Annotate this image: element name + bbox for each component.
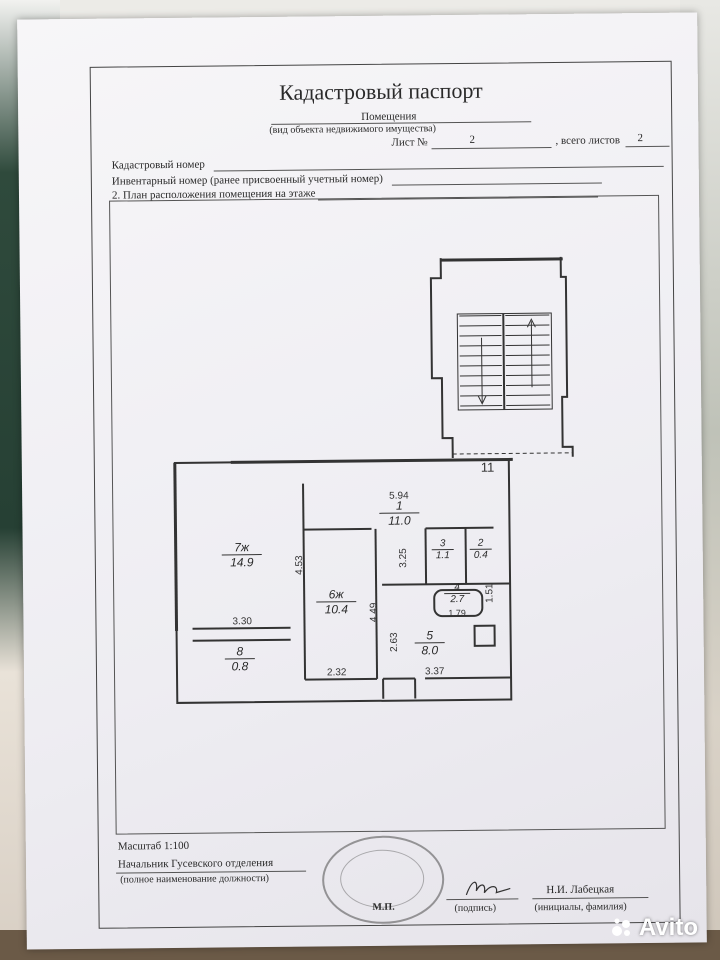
signature-hint: (подпись) [454,902,497,915]
room-number: 2 [469,537,492,550]
total-sheets-line [625,145,670,148]
dim-label: 2.63 [388,632,401,652]
signature-icon [465,881,511,896]
room-label: 4 2.7 [444,581,471,606]
total-sheets-label: , всего листов [555,134,621,147]
dim-label: 2.32 [326,667,347,679]
object-hint: (вид объекта недвижимого имущества) [269,123,436,136]
room-area: 10.4 [324,602,349,617]
document-title: Кадастровый паспорт [278,77,483,105]
room-label: 8 0.8 [224,644,255,674]
room-number: 6ж [316,587,357,603]
room-area: 0.8 [231,659,249,674]
room-area: 8.0 [421,643,439,658]
document-sheet: Кадастровый паспорт Помещения (вид объек… [17,12,707,950]
room-area: 0.4 [473,549,488,561]
object-name: Помещения [361,110,417,123]
signatory-name: Н.И. Лабецкая [546,883,615,897]
avito-watermark: Avito [611,914,698,942]
dim-label: 3.37 [424,666,445,678]
room-number: 1 [379,498,420,514]
room-label: 5 8.0 [414,628,445,658]
stairwell-label: 11 [480,459,495,475]
position-title: Начальник Гусевского отделения [117,856,274,871]
room-label: 6ж 10.4 [316,587,357,617]
dim-label: 3.30 [232,616,252,628]
room-number: 3 [431,538,454,551]
room-label: 3 1.1 [431,538,454,562]
room-label: 1 11.0 [379,498,420,528]
position-hint: (полное наименование должности) [120,872,270,886]
cadastral-number-line [213,165,664,172]
room-area: 2.7 [450,593,465,606]
room-number: 5 [414,628,445,644]
dim-label: 4.49 [368,602,380,623]
dim-label: 3.25 [397,548,410,568]
sheet-label: Лист № [391,136,428,149]
cadastral-number-label: Кадастровый номер [111,158,205,172]
sheet-number: 2 [469,133,475,146]
signatory-name-hint: (инициалы, фамилия) [534,901,627,914]
room-label: 7ж 14.9 [221,540,262,570]
room-number: 8 [224,644,255,660]
room-area: 1.1 [435,550,450,562]
dim-label: 4.53 [294,555,306,575]
floor-plan: 11 5.94 4.53 3.25 4.49 2.63 1.51 1.79 3.… [109,194,666,835]
room-label: 2 0.4 [469,537,492,561]
room-area: 14.9 [230,555,254,570]
stamp-label: М.П. [372,901,395,913]
scale-label: Масштаб 1:100 [117,839,190,853]
room-area: 11.0 [388,513,411,528]
dim-label: 1.79 [448,607,466,619]
inventory-number-line [391,182,602,186]
room-number: 7ж [221,540,262,556]
watermark-text: Avito [638,914,698,941]
floor-plan-drawing [173,256,574,704]
dim-label: 1.51 [484,583,496,603]
room-number: 4 [444,581,471,595]
total-sheets: 2 [637,132,643,145]
inventory-number-label: Инвентарный номер (ранее присвоенный уче… [111,172,384,188]
sheet-number-line [431,146,552,150]
avito-logo-icon [611,918,630,936]
